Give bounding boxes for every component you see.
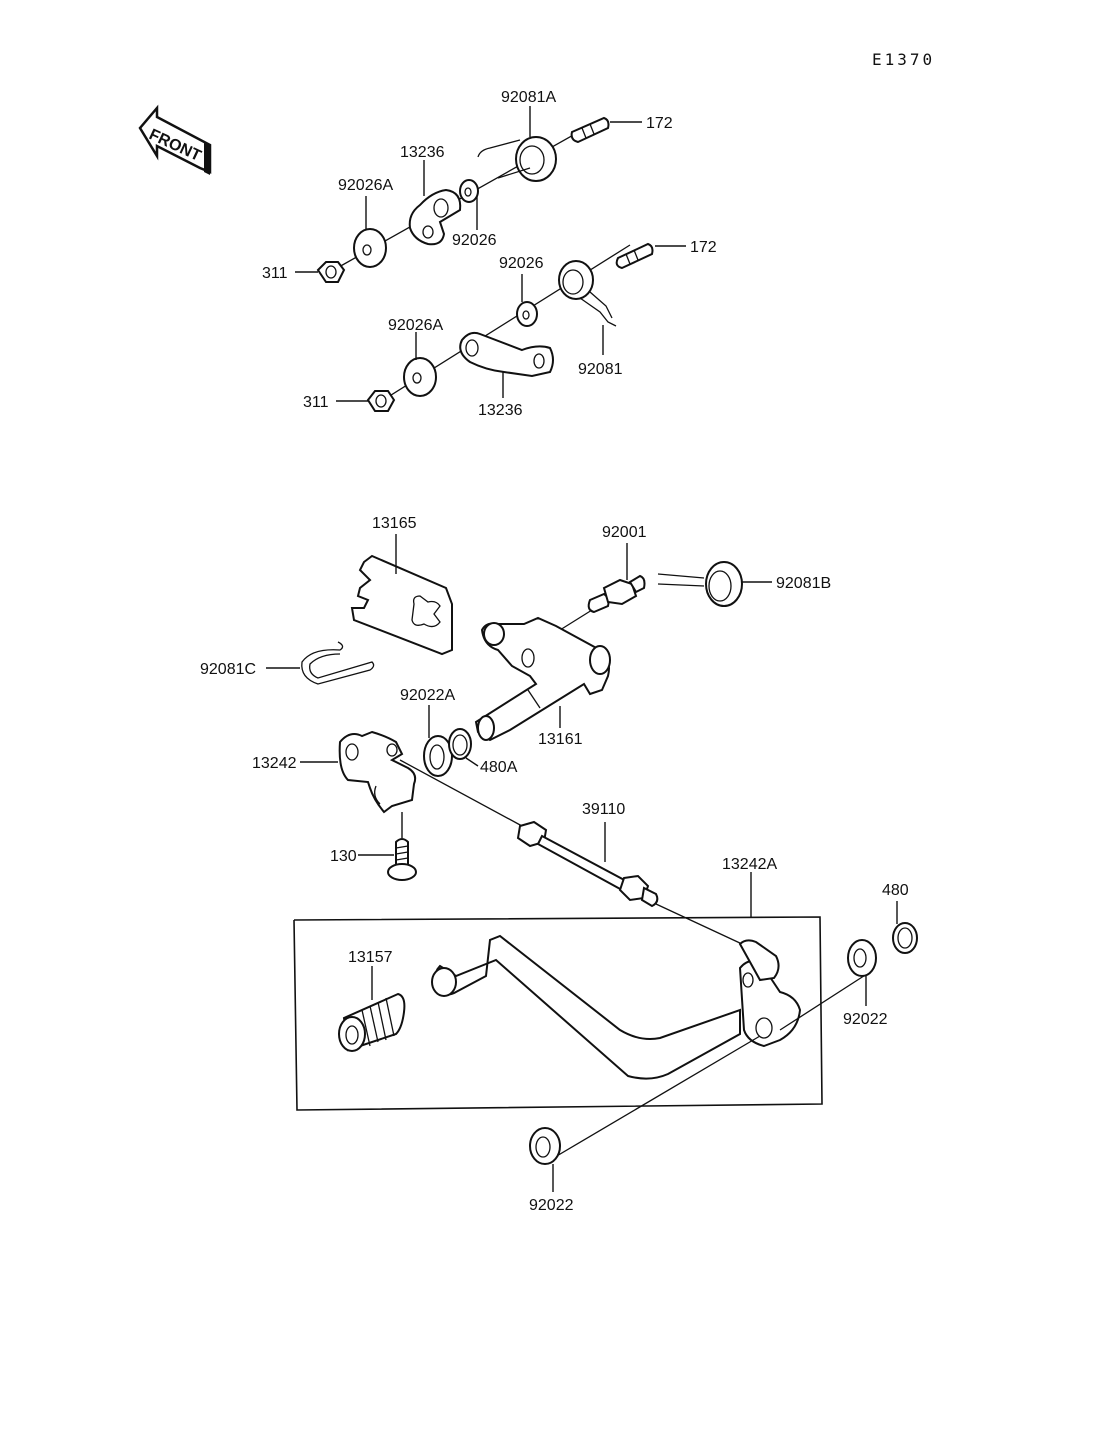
- part-92026A-washer-lower: [403, 357, 437, 397]
- label-13157: 13157: [348, 949, 393, 966]
- label-92022b: 92022: [529, 1197, 574, 1214]
- part-480-circlip: [892, 922, 918, 954]
- part-13157-pedal-rubber: [338, 992, 406, 1052]
- label-92026a: 92026: [452, 232, 497, 249]
- label-92081: 92081: [578, 361, 623, 378]
- label-480A: 480A: [480, 759, 518, 776]
- part-92001-bolt: [587, 574, 646, 614]
- label-172b: 172: [690, 239, 717, 256]
- label-92001: 92001: [602, 524, 647, 541]
- part-92081B-spring: [657, 561, 743, 607]
- part-92081A-spring: [477, 136, 557, 182]
- part-92081C-clip: [301, 641, 375, 685]
- assembly-box-13242A: [293, 916, 823, 1111]
- part-311-nut: [316, 261, 346, 283]
- axis-pedal-92022: [549, 1035, 761, 1161]
- leader-480A: [465, 757, 479, 767]
- part-13236-lever-lower: [459, 331, 554, 378]
- part-13236-lever-upper: [408, 188, 462, 246]
- part-13165-plate: [350, 554, 453, 656]
- label-92081A: 92081A: [501, 89, 556, 106]
- label-92081B: 92081B: [776, 575, 831, 592]
- part-92026-washer-upper: [459, 179, 479, 203]
- label-13161: 13161: [538, 731, 583, 748]
- label-311a: 311: [262, 265, 288, 282]
- label-311b: 311: [303, 394, 329, 411]
- part-172-pin-lower: [615, 242, 654, 270]
- label-13236b: 13236: [478, 402, 523, 419]
- part-13242-shift-arm: [338, 730, 417, 814]
- part-92022A-washer: [423, 735, 453, 777]
- part-311-nut-lower: [366, 390, 396, 412]
- label-92026b: 92026: [499, 255, 544, 272]
- label-13242A: 13242A: [722, 856, 777, 873]
- label-13236a: 13236: [400, 144, 445, 161]
- part-13161-shift-shaft: [474, 616, 611, 742]
- part-130-bolt: [387, 838, 417, 881]
- label-13242: 13242: [252, 755, 297, 772]
- label-130: 130: [330, 848, 357, 865]
- part-39110-tie-rod: [516, 820, 659, 908]
- label-172a: 172: [646, 115, 673, 132]
- part-92022-washer-bottom: [529, 1127, 561, 1165]
- axis-39110: [399, 759, 523, 827]
- axis-rod-pedal: [655, 903, 743, 945]
- part-92026-washer-lower: [516, 301, 538, 327]
- label-13165: 13165: [372, 515, 417, 532]
- label-92022A: 92022A: [400, 687, 455, 704]
- axis-92001: [559, 609, 593, 631]
- part-480A-circlip: [448, 728, 472, 760]
- label-92022a: 92022: [843, 1011, 888, 1028]
- part-92026A-washer: [353, 228, 387, 268]
- part-92081-spring: [558, 260, 617, 327]
- label-480: 480: [882, 882, 909, 899]
- part-172-pin-upper: [570, 116, 610, 144]
- front-arrow-icon: FRONT: [138, 104, 212, 175]
- label-92081C: 92081C: [200, 661, 256, 678]
- label-92026Ab: 92026A: [388, 317, 443, 334]
- axis-pedal-480: [779, 971, 871, 1031]
- part-92022-washer-right: [847, 939, 877, 977]
- part-13242A-shift-pedal: [431, 934, 802, 1080]
- label-92026Aa: 92026A: [338, 177, 393, 194]
- label-39110: 39110: [582, 801, 625, 818]
- diagram-code: E1370: [872, 50, 935, 69]
